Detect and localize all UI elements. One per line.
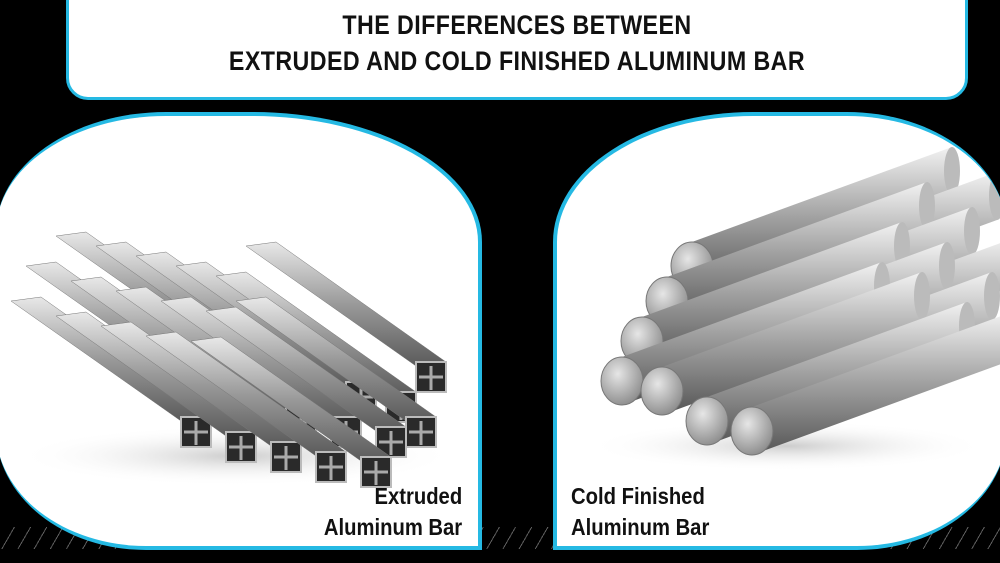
cold-finished-caption: Cold Finished Aluminum Bar: [571, 481, 709, 543]
round-bar: [640, 272, 930, 416]
round-bars-image: [587, 147, 1000, 471]
cold-finished-caption-line-2: Aluminum Bar: [571, 514, 710, 540]
extruded-profiles-image: [10, 231, 456, 488]
extruded-caption-line-1: Extruded: [374, 483, 462, 509]
title-line-1: THE DIFFERENCES BETWEEN: [342, 10, 692, 40]
extruded-profile-bar: [100, 321, 302, 473]
cold-finished-bar-panel: Cold Finished Aluminum Bar: [553, 112, 1000, 550]
round-bar: [730, 316, 1000, 456]
extruded-caption-line-2: Aluminum Bar: [323, 514, 462, 540]
extruded-bar-panel: Extruded Aluminum Bar: [0, 112, 482, 550]
title-banner: THE DIFFERENCES BETWEEN EXTRUDED AND COL…: [66, 0, 968, 100]
extruded-caption: Extruded Aluminum Bar: [324, 481, 462, 543]
cold-finished-caption-line-1: Cold Finished: [571, 483, 705, 509]
extruded-profile-bar: [145, 331, 347, 483]
extruded-profile-bar: [235, 296, 437, 448]
extruded-profile-bar: [190, 336, 392, 488]
extruded-profile-bar: [245, 241, 447, 393]
title-line-2: EXTRUDED AND COLD FINISHED ALUMINUM BAR: [228, 46, 806, 76]
extruded-profile-bar: [55, 311, 257, 463]
